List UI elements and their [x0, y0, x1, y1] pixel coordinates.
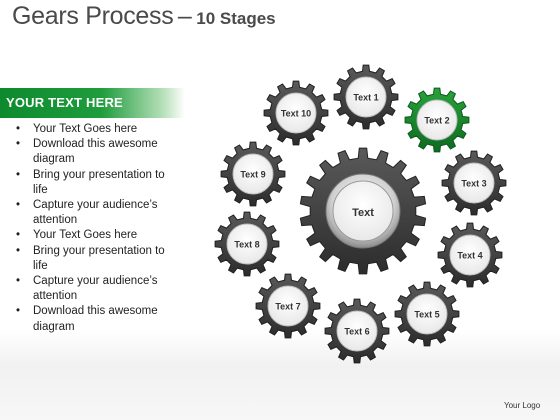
title-dash: –: [177, 2, 192, 30]
bullet-item: Your Text Goes here: [14, 122, 182, 137]
gear-6-label: Text 6: [344, 327, 369, 337]
gear-5: Text 5: [394, 281, 460, 347]
gear-9: Text 9: [220, 141, 286, 207]
bullet-item: Your Text Goes here: [14, 228, 182, 243]
gear-10: Text 10: [263, 80, 329, 146]
gear-2-hub: [416, 99, 458, 141]
gear-1-label: Text 1: [353, 93, 378, 103]
gear-1-hub: [345, 76, 387, 118]
gear-3: Text 3: [441, 150, 507, 216]
gear-3-hub: [453, 162, 495, 204]
gear-8-label: Text 8: [234, 240, 259, 250]
gear-4-label: Text 4: [457, 251, 482, 261]
bullet-item: Download this awesome diagram: [14, 304, 182, 334]
bullet-item: Bring your presentation to life: [14, 168, 182, 198]
gear-6: Text 6: [324, 298, 390, 364]
bullet-list: Your Text Goes here Download this awesom…: [14, 122, 182, 335]
gear-10-label: Text 10: [281, 109, 311, 119]
center-gear-label: Text: [352, 207, 374, 219]
gear-9-hub: [232, 153, 274, 195]
floor-shadow: [0, 330, 560, 420]
center-gear: Text: [299, 147, 427, 275]
gear-6-hub: [336, 310, 378, 352]
gear-3-label: Text 3: [461, 179, 486, 189]
gear-5-hub: [406, 293, 448, 335]
gear-2: Text 2: [404, 87, 470, 153]
gear-7-label: Text 7: [275, 302, 300, 312]
bullet-item: Capture your audience’s attention: [14, 198, 182, 228]
section-header-label: YOUR TEXT HERE: [6, 95, 123, 110]
gear-9-label: Text 9: [240, 170, 265, 180]
gear-7: Text 7: [255, 273, 321, 339]
gear-4-hub: [449, 234, 491, 276]
gear-7-hub: [267, 285, 309, 327]
logo-text: Your Logo: [504, 401, 541, 410]
gear-8: Text 8: [214, 211, 280, 277]
bullet-item: Bring your presentation to life: [14, 244, 182, 274]
gear-4: Text 4: [437, 222, 503, 288]
bullet-item: Capture your audience’s attention: [14, 274, 182, 304]
gear-1: Text 1: [333, 64, 399, 130]
gear-2-label: Text 2: [424, 116, 449, 126]
title-main: Gears Process: [12, 2, 174, 30]
gear-5-label: Text 5: [414, 310, 439, 320]
title-subtitle: 10 Stages: [196, 9, 276, 28]
page-title: Gears Process – 10 Stages: [12, 2, 276, 31]
section-header-bar: YOUR TEXT HERE: [0, 88, 185, 118]
gear-10-hub: [275, 92, 317, 134]
bullet-item: Download this awesome diagram: [14, 137, 182, 167]
gear-8-hub: [226, 223, 268, 265]
